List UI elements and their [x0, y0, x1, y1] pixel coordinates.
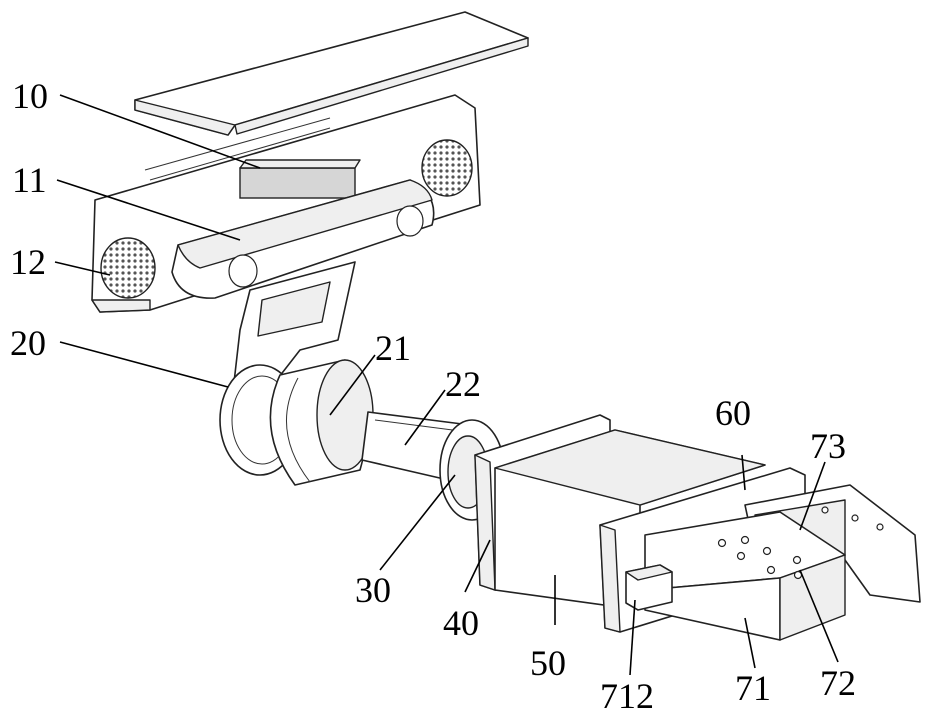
collar — [269, 359, 374, 486]
label-21: 21 — [375, 328, 411, 368]
label-712: 712 — [600, 676, 654, 716]
label-40: 40 — [443, 603, 479, 643]
label-30: 30 — [355, 570, 391, 610]
label-20: 20 — [10, 323, 46, 363]
label-10: 10 — [12, 76, 48, 116]
label-71: 71 — [735, 668, 771, 708]
label-12: 12 — [10, 242, 46, 282]
label-50: 50 — [530, 643, 566, 683]
top-plate — [134, 11, 529, 136]
handle-bar — [171, 179, 435, 299]
label-60: 60 — [715, 393, 751, 433]
label-22: 22 — [445, 364, 481, 404]
label-72: 72 — [820, 663, 856, 703]
leader-lines — [54, 94, 839, 676]
label-11: 11 — [12, 160, 47, 200]
sensor-block — [625, 564, 673, 611]
label-73: 73 — [810, 426, 846, 466]
mesh-pads — [100, 139, 473, 299]
